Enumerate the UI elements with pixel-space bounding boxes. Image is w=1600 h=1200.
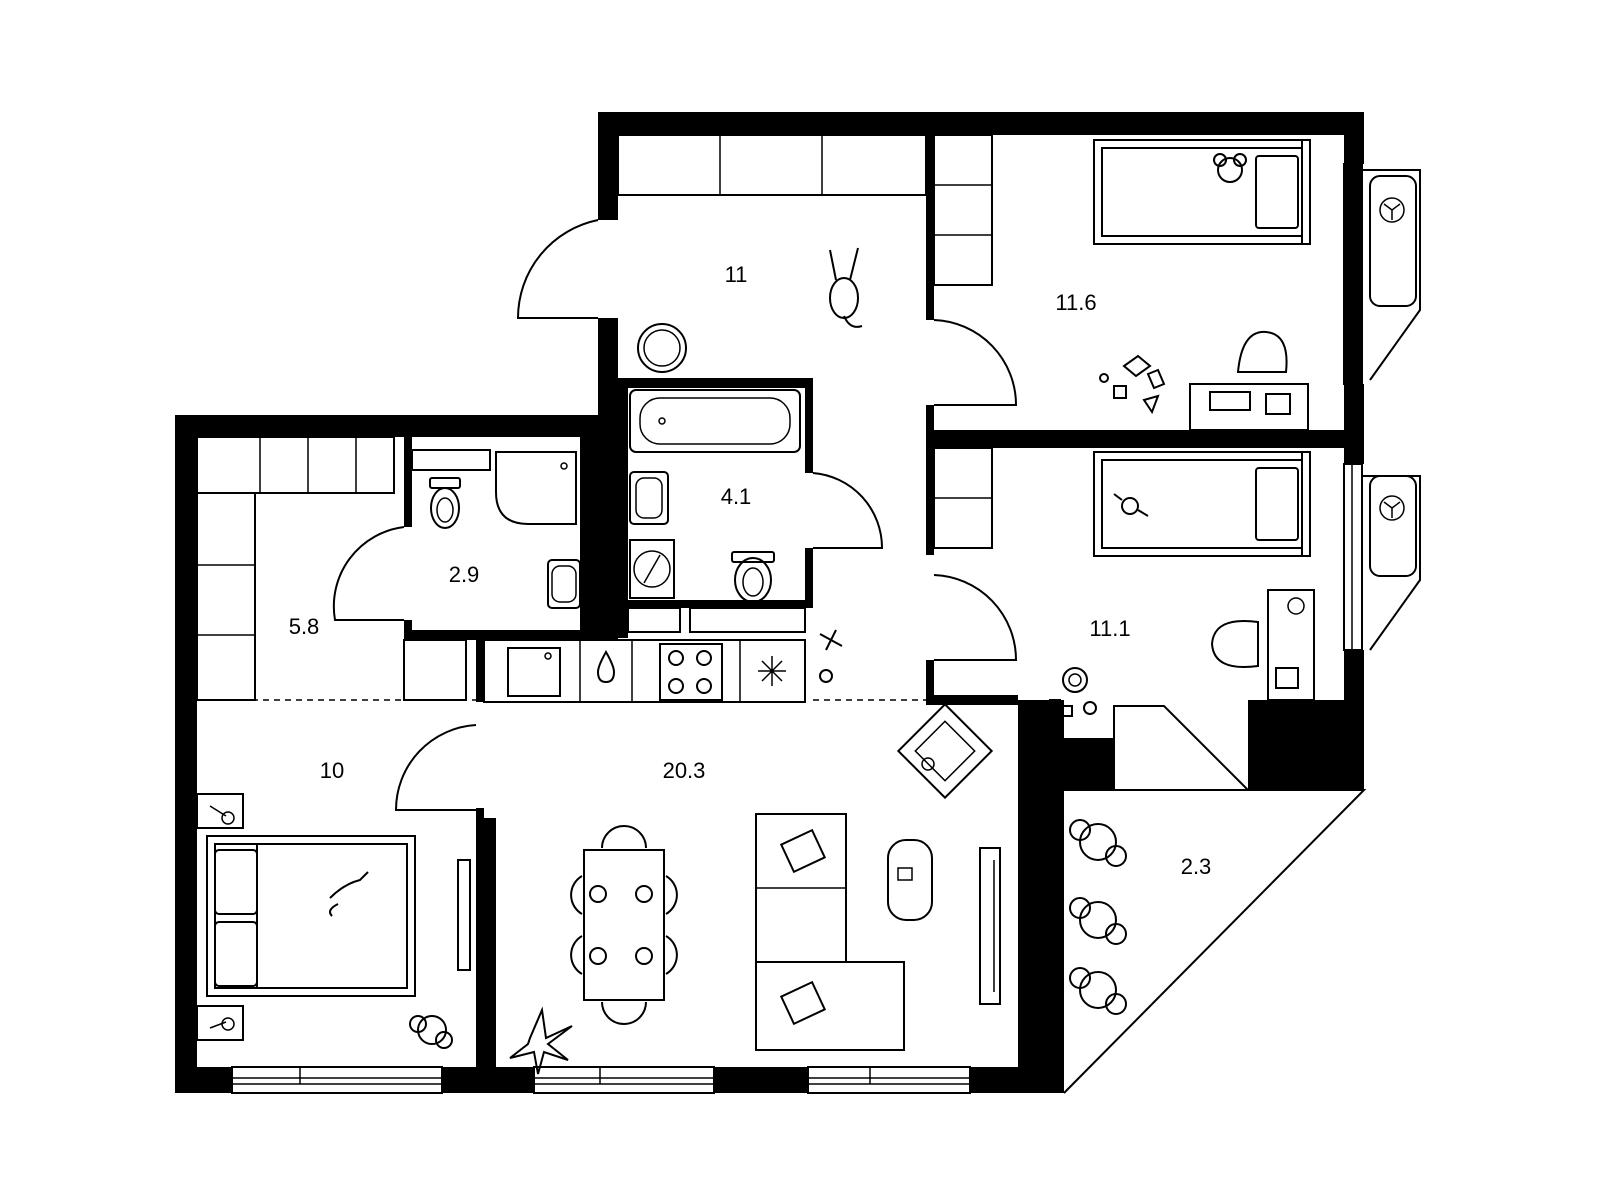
fridge-snowflake-icon	[758, 656, 786, 686]
bedroom-b-fan-icon	[1369, 475, 1417, 577]
living-tv	[979, 847, 1001, 1005]
bedroom-a-desk	[1189, 330, 1309, 431]
room-area-kitchen-living: 20.3	[663, 758, 706, 783]
tv-stand	[457, 859, 471, 971]
balcony-outline	[1063, 789, 1367, 1094]
balcony-plants	[1069, 819, 1127, 1015]
water-drop-icon	[596, 649, 616, 684]
bedroom-a-bed	[1093, 139, 1311, 245]
bedroom-b-desk	[1210, 589, 1315, 701]
armchair	[896, 702, 994, 800]
room-area-wc: 2.9	[449, 562, 480, 587]
plant-icon	[409, 1015, 453, 1049]
bathroom-sink	[629, 471, 669, 525]
bathroom-shelves	[627, 607, 806, 633]
room-area-hall: 11	[725, 262, 748, 287]
hall-wardrobe	[617, 134, 927, 373]
wc-toilet	[429, 477, 461, 529]
bedroom-a-wardrobe	[933, 134, 993, 286]
walls	[175, 112, 1364, 1093]
washing-machine	[629, 539, 675, 599]
coffee-table	[887, 839, 933, 921]
entry-wardrobe	[196, 436, 467, 701]
windows	[231, 163, 1421, 1094]
wc-shower	[495, 451, 577, 525]
toy-plane-icon	[819, 629, 843, 683]
room-area-bedroom-main: 10	[320, 758, 344, 783]
bedroom-a-toys-icon	[1099, 354, 1166, 415]
bedroom-b-toy-icon	[1113, 493, 1149, 517]
room-area-entry: 5.8	[289, 614, 320, 639]
kitchen-counter	[483, 639, 806, 703]
bedroom-a-fan-icon	[1369, 175, 1417, 307]
bathtub	[629, 389, 801, 453]
room-labels: 11 11.6 4.1 2.9 5.8 11.1 10 20.3 2.3	[289, 262, 1212, 879]
bedroom-b-bed	[1093, 451, 1311, 557]
stove-icon	[659, 643, 723, 701]
place-settings	[589, 885, 653, 965]
rabbit-toy-icon	[829, 247, 863, 328]
doors	[332, 219, 1249, 811]
dining-table	[583, 849, 665, 1001]
bathroom-toilet	[731, 551, 775, 603]
kitchen-sink	[507, 647, 561, 697]
nightstand-top	[196, 793, 244, 829]
nightstand-bottom	[196, 1005, 244, 1041]
room-area-bathroom: 4.1	[721, 484, 752, 509]
room-area-bedroom-a: 11.6	[1055, 290, 1096, 315]
bedroom-a-toy-icon	[1213, 153, 1247, 183]
wc-shelf	[411, 449, 491, 471]
bedroom-b-wardrobe	[933, 447, 993, 549]
cat-icon	[329, 871, 369, 917]
main-bed	[206, 835, 416, 997]
room-area-bedroom-b: 11.1	[1089, 616, 1130, 641]
sofa	[755, 813, 905, 1051]
bedroom-b-toys-icon	[1049, 667, 1097, 717]
dining-chairs	[570, 825, 678, 1025]
wc-sink	[547, 559, 581, 609]
living-plant-icon	[509, 1006, 573, 1075]
room-area-balcony: 2.3	[1181, 854, 1212, 879]
